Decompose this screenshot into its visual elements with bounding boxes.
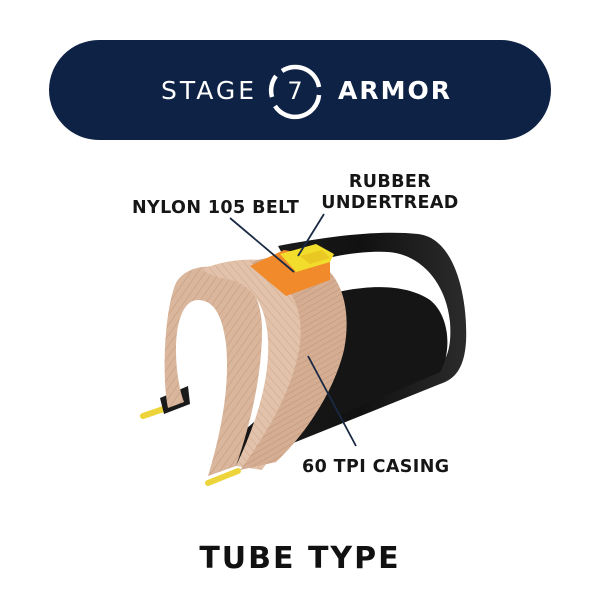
brand-banner	[49, 40, 551, 140]
bead-wire-front	[205, 468, 241, 486]
tire-type-title: TUBE TYPE	[199, 541, 401, 576]
stage-ring-icon	[268, 64, 322, 120]
casing-outer-ply	[240, 256, 347, 470]
banner-word-armor: ARMOR	[338, 76, 452, 105]
label-undertread-line2: UNDERTREAD	[321, 193, 459, 213]
label-nylon-belt: NYLON 105 BELT	[132, 198, 300, 218]
stage-number: 7	[287, 77, 303, 105]
casing-leader-line	[307, 355, 357, 447]
belt-leader-line	[229, 217, 295, 273]
banner-word-stage: STAGE	[161, 76, 258, 105]
label-rubber-undertread: RUBBER UNDERTREAD	[320, 172, 460, 214]
label-undertread-line1: RUBBER	[348, 172, 432, 192]
label-tpi-casing: 60 TPI CASING	[302, 457, 450, 477]
undertread-leader-line	[297, 213, 325, 257]
casing-inner-ply	[164, 266, 262, 476]
